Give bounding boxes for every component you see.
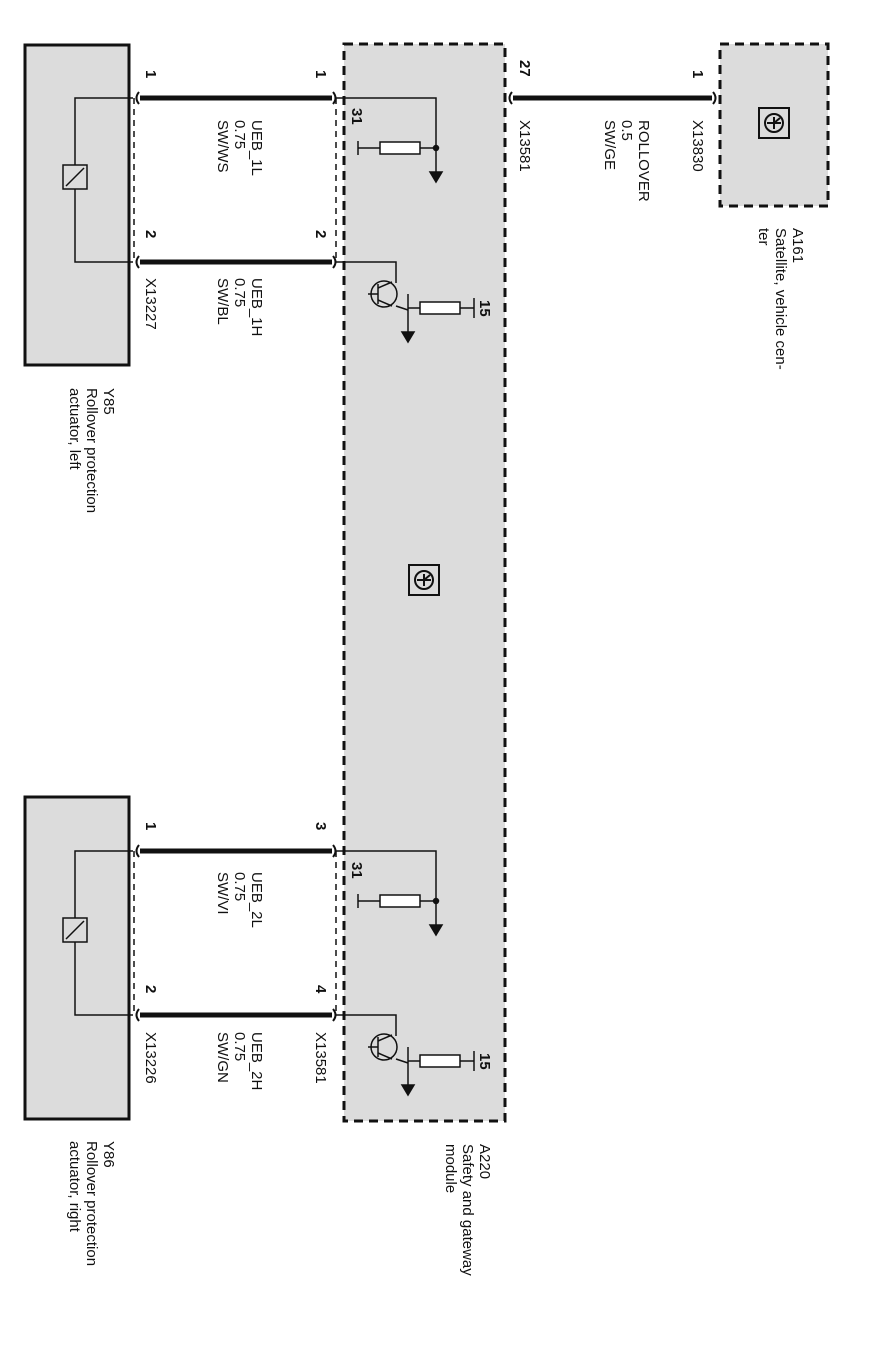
ueb-2h-wire-color: SW/GN — [214, 1032, 231, 1083]
transistor-circuit-4 — [336, 1014, 475, 1097]
satellite-sensor-icon — [758, 107, 790, 139]
a161-id: A161 — [789, 228, 806, 263]
a220-id: A220 — [476, 1144, 493, 1179]
a161-pin-1: 1 — [689, 70, 706, 78]
ground-label-31a: 31 — [348, 108, 365, 125]
ueb-2l-wire-gauge: 0.75 — [231, 872, 248, 901]
a220-pin-4: 4 — [312, 985, 329, 994]
ueb-2h-wire-gauge: 0.75 — [231, 1032, 248, 1061]
a220-pin-2: 2 — [312, 230, 329, 238]
module-sensor-icon — [408, 564, 440, 596]
a220-connector-bottom: X13581 — [312, 1032, 329, 1084]
ground-circuit-3 — [336, 850, 444, 937]
a220-name-line2: module — [442, 1144, 459, 1193]
ueb-2l-wire-color: SW/VI — [214, 872, 231, 915]
y85-name-line1: Rollover protection — [83, 388, 100, 513]
ground-label-31b: 31 — [348, 862, 365, 879]
rollover-wire-name: ROLLOVER — [635, 120, 652, 202]
y85-coil-icon — [62, 97, 133, 263]
rollover-wire-gauge: 0.5 — [618, 120, 635, 141]
a220-pin-3: 3 — [312, 822, 329, 830]
y86-pin-1: 1 — [142, 822, 159, 830]
a220-pin-1: 1 — [312, 70, 329, 78]
supply-label-15a: 15 — [476, 300, 493, 317]
y86-name-line2: actuator, right — [66, 1141, 83, 1233]
a220-name-line1: Safety and gateway — [459, 1144, 476, 1276]
y85-name-line2: actuator, left — [66, 388, 83, 471]
a220-connector-top: X13581 — [516, 120, 533, 172]
a161-name-line2: ter — [755, 228, 772, 246]
y86-id: Y86 — [100, 1141, 117, 1168]
rollover-wire-color: SW/GE — [601, 120, 618, 170]
y85-connector: X13227 — [142, 278, 159, 330]
y85-pin-1: 1 — [142, 70, 159, 78]
a161-name-line1: Satellite, vehicle cen- — [772, 228, 789, 370]
ueb-2h-wire-name: UEB_2H — [248, 1032, 265, 1090]
ueb-1h-wire-color: SW/BL — [214, 278, 231, 325]
ueb-1h-wire-gauge: 0.75 — [231, 278, 248, 307]
y86-pin-2: 2 — [142, 985, 159, 993]
ueb-1l-wire-name: UEB_1L — [248, 120, 265, 176]
y86-name-line1: Rollover protection — [83, 1141, 100, 1266]
y85-id: Y85 — [100, 388, 117, 415]
transistor-circuit-2 — [336, 261, 475, 344]
a161-connector: X13830 — [689, 120, 706, 172]
ueb-1l-wire-gauge: 0.75 — [231, 120, 248, 149]
ground-circuit-1 — [336, 97, 444, 184]
ueb-1h-wire-name: UEB_1H — [248, 278, 265, 336]
y86-coil-icon — [62, 850, 133, 1016]
ueb-1l-wire-color: SW/WS — [214, 120, 231, 173]
a220-pin-27: 27 — [516, 60, 533, 77]
y86-actuator-box — [23, 795, 131, 1121]
supply-label-15b: 15 — [476, 1053, 493, 1070]
y85-actuator-box — [23, 43, 131, 367]
ueb-2l-wire-name: UEB_2L — [248, 872, 265, 928]
y85-pin-2: 2 — [142, 230, 159, 238]
y86-connector: X13226 — [142, 1032, 159, 1084]
